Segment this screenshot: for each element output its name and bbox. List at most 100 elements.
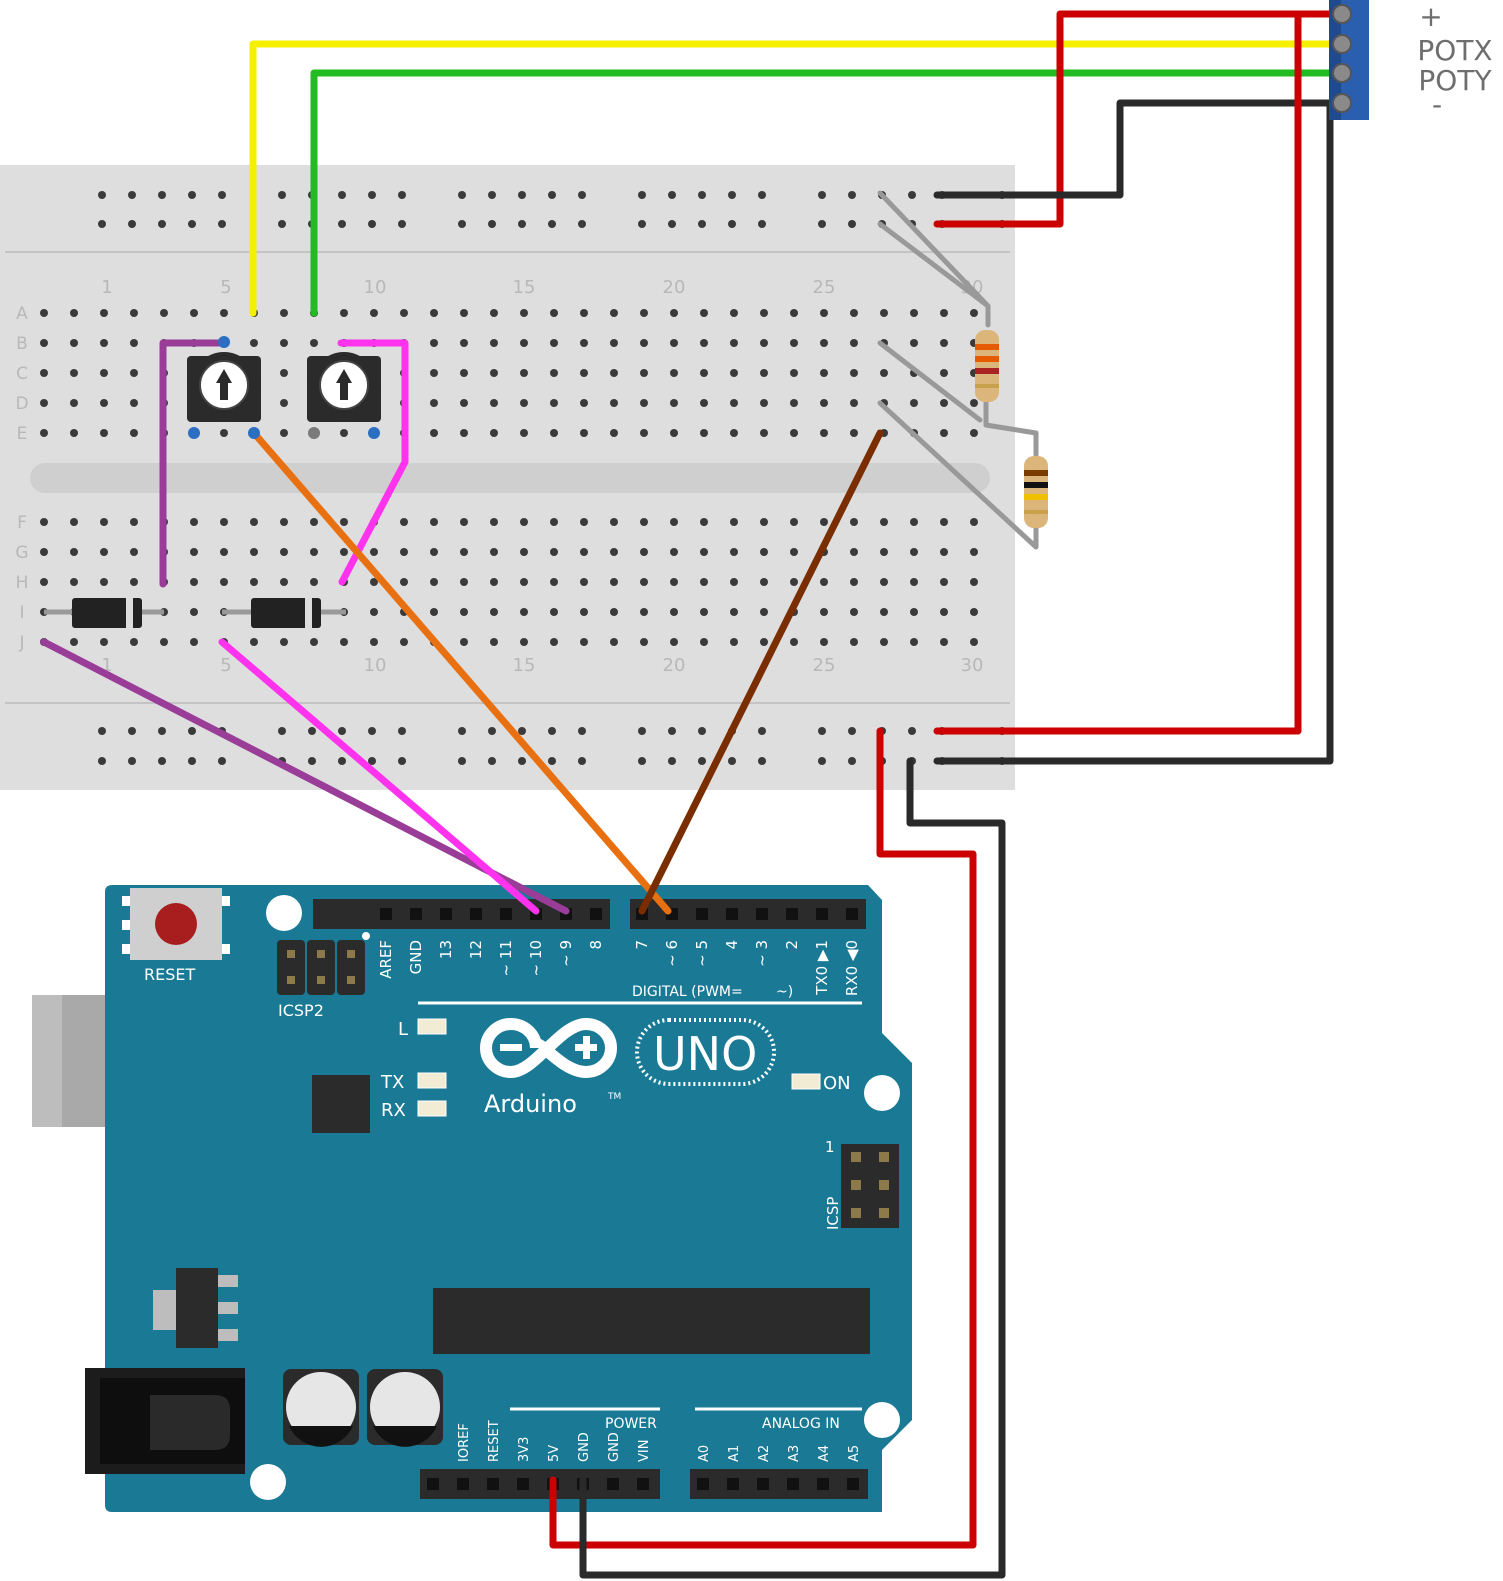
potentiometer-y[interactable] xyxy=(307,352,381,439)
analog-pin-label: A1 xyxy=(727,1445,742,1462)
wire-orange xyxy=(250,429,672,915)
header-socket xyxy=(517,1478,529,1490)
header-socket xyxy=(457,1478,469,1490)
header-socket xyxy=(696,908,708,920)
digital-pin-label: 2 xyxy=(783,940,801,950)
digital-pin-label: AREF xyxy=(377,940,395,979)
analog-header xyxy=(690,1469,868,1499)
arduino-logo xyxy=(479,1017,618,1079)
capacitor xyxy=(283,1369,359,1447)
potentiometer-x[interactable] xyxy=(187,336,261,439)
icsp-label: ICSP xyxy=(824,1197,842,1230)
trademark: TM xyxy=(607,1092,621,1102)
column-number: 15 xyxy=(513,277,536,298)
wire-grey xyxy=(983,395,1039,458)
reset-button[interactable] xyxy=(122,888,230,960)
led-l-label: L xyxy=(398,1019,408,1040)
digital-pin-label: 8 xyxy=(587,940,605,950)
header-socket xyxy=(727,1478,739,1490)
led-l xyxy=(417,1018,447,1035)
wire-brown xyxy=(638,429,884,915)
digital-pin-label: ~ 11 xyxy=(497,940,515,976)
row-letter: A xyxy=(16,304,28,324)
wire-green-poty xyxy=(310,69,1334,317)
analog-pin-label: A2 xyxy=(757,1445,772,1462)
header-socket xyxy=(817,1478,829,1490)
wires xyxy=(40,10,1334,1579)
wire-pink xyxy=(337,339,409,586)
mounting-hole xyxy=(266,895,302,931)
digital-pin-label: ~ 6 xyxy=(663,940,681,967)
column-number: 5 xyxy=(220,655,231,676)
column-number: 30 xyxy=(961,655,984,676)
led-on-label: ON xyxy=(823,1073,851,1094)
digital-pin-label: RX0 ◀0 xyxy=(843,940,861,996)
digital-pin-label: ~ 3 xyxy=(753,940,771,967)
microcontroller-chip xyxy=(433,1288,870,1354)
analog-label: ANALOG IN xyxy=(762,1416,840,1432)
mounting-hole xyxy=(250,1464,286,1500)
header-socket xyxy=(786,908,798,920)
icsp2-header xyxy=(277,940,365,995)
wire-red-rail xyxy=(933,10,1334,735)
resistor xyxy=(1024,456,1048,528)
row-letter: C xyxy=(16,364,28,384)
connector-label: - xyxy=(1432,88,1442,121)
digital-pin-label: TX0 ▶1 xyxy=(813,940,831,996)
wire-grey xyxy=(877,400,1039,550)
row-letter: H xyxy=(16,573,29,593)
wire-grey xyxy=(877,340,983,423)
icsp-header xyxy=(841,1144,899,1228)
column-number: 1 xyxy=(101,655,112,676)
column-number: 20 xyxy=(663,277,686,298)
power-label: POWER xyxy=(605,1416,657,1432)
digital-pin-label: 4 xyxy=(723,940,741,950)
icsp-pin1-label: 1 xyxy=(825,1138,835,1156)
power-pin-label: GND xyxy=(607,1432,622,1462)
connector-label: POTY xyxy=(1418,64,1492,97)
diode xyxy=(44,598,164,628)
row-letter: B xyxy=(16,334,28,354)
power-pin-label: GND xyxy=(577,1432,592,1462)
wire-grey xyxy=(877,221,991,309)
row-letter: J xyxy=(18,633,24,653)
wire-black-gnd xyxy=(579,757,1006,1579)
arduino-brand: Arduino xyxy=(484,1090,577,1118)
header-socket xyxy=(410,908,422,920)
led-rx-label: RX xyxy=(381,1100,406,1121)
analog-pin-label: A5 xyxy=(847,1445,862,1462)
header-socket xyxy=(816,908,828,920)
wire-black-top xyxy=(933,99,1334,199)
connector-label: POTX xyxy=(1417,34,1492,67)
power-pin-label: 5V xyxy=(547,1445,562,1462)
header-socket xyxy=(637,1478,649,1490)
screw-terminal xyxy=(1329,0,1369,120)
column-number: 1 xyxy=(101,277,112,298)
header-socket xyxy=(757,1478,769,1490)
led-rx xyxy=(417,1100,447,1117)
usb-chip xyxy=(312,1075,370,1133)
header-socket xyxy=(590,908,602,920)
analog-pin-label: A4 xyxy=(817,1445,832,1462)
header-socket xyxy=(487,1478,499,1490)
digital-pin-label: ~ 5 xyxy=(693,940,711,967)
column-number: 15 xyxy=(513,655,536,676)
row-letter: I xyxy=(19,603,24,623)
power-pin-label: IOREF xyxy=(457,1423,472,1462)
header-socket xyxy=(500,908,512,920)
digital-pin-label: ~ 9 xyxy=(557,940,575,967)
header-socket xyxy=(846,908,858,920)
header-socket xyxy=(380,908,392,920)
column-number: 20 xyxy=(663,655,686,676)
led-tx xyxy=(417,1072,447,1089)
mounting-hole xyxy=(864,1075,900,1111)
row-letter: F xyxy=(17,513,27,533)
header-socket xyxy=(427,1478,439,1490)
wire-yellow-potx xyxy=(249,40,1334,317)
digital-pin-label: 7 xyxy=(633,940,651,950)
